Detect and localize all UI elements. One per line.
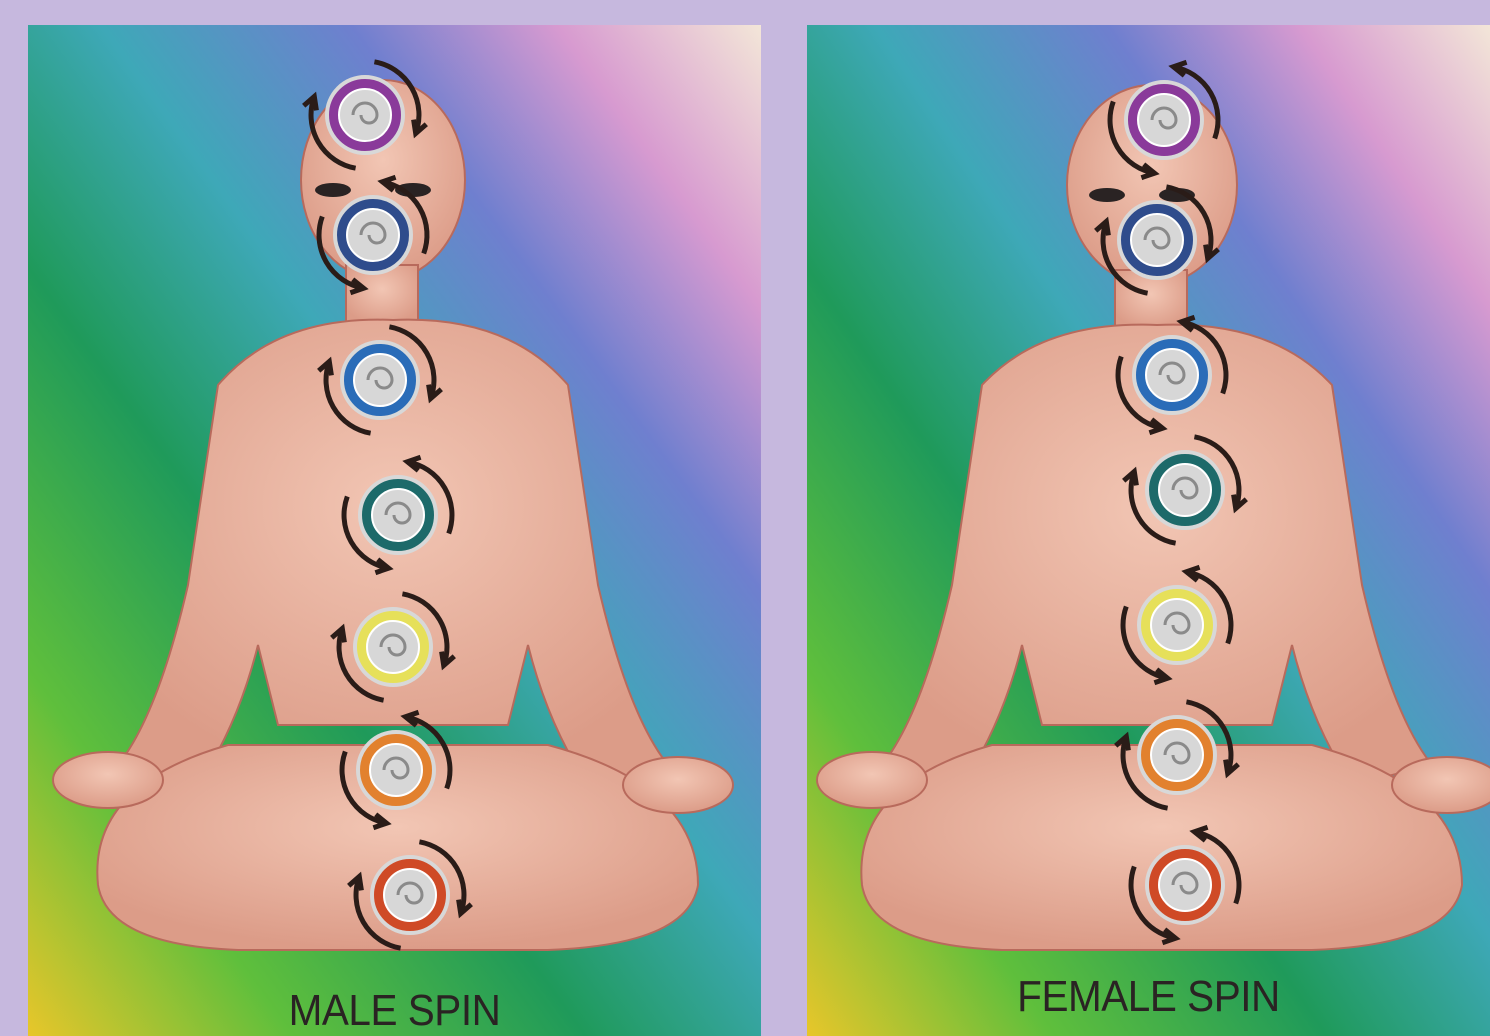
male-figure-illustration (28, 25, 761, 1036)
female-figure-illustration (807, 25, 1490, 1036)
female-spin-panel: FEMALE SPIN (807, 25, 1490, 1036)
caption: MALE SPIN (57, 986, 731, 1036)
male-spin-panel: MALE SPIN (28, 25, 761, 1036)
caption: FEMALE SPIN (834, 972, 1462, 1022)
